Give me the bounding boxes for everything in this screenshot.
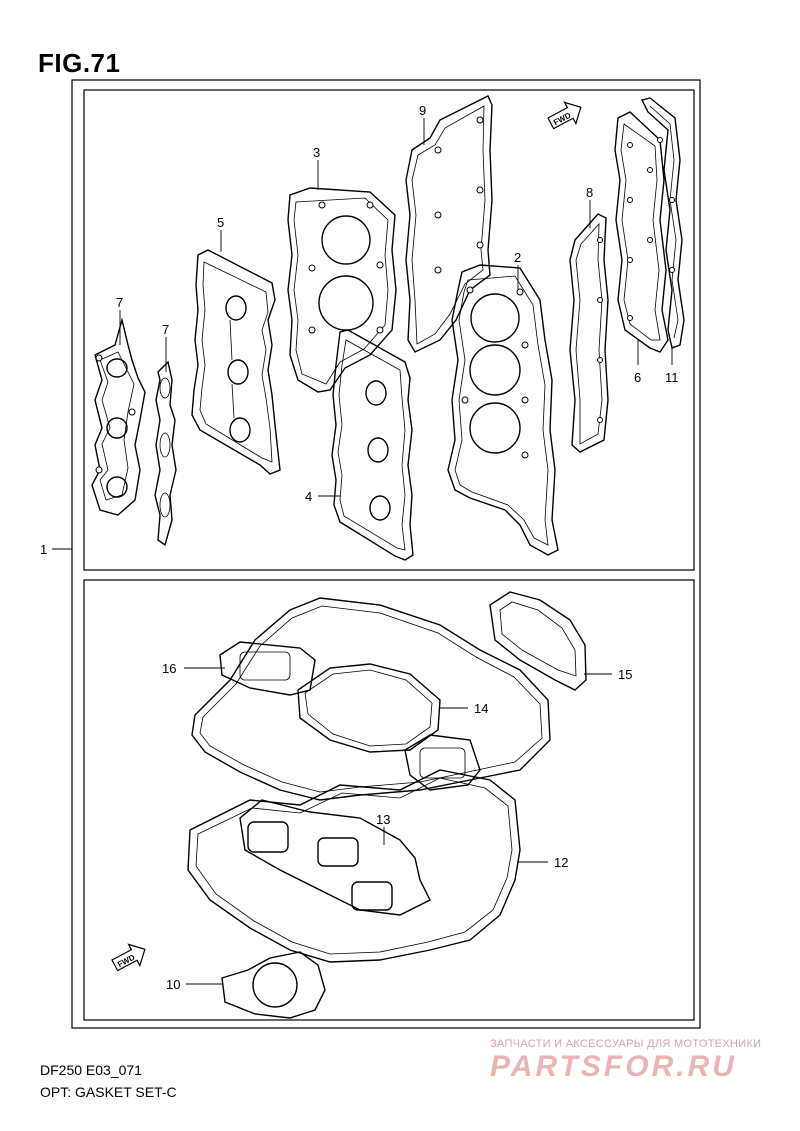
- callout-7b: 7: [162, 322, 169, 337]
- gasket-part-15[interactable]: [489, 591, 587, 691]
- callout-9: 9: [419, 103, 426, 118]
- gasket-part-11[interactable]: [640, 97, 685, 349]
- lower-panel: [83, 579, 695, 1021]
- gasket-part-3[interactable]: [287, 187, 397, 393]
- gasket-part-2[interactable]: [447, 264, 559, 556]
- gasket-part-13[interactable]: [239, 799, 431, 916]
- callout-8: 8: [586, 185, 593, 200]
- gasket-part-10[interactable]: [221, 951, 326, 1019]
- callout-12: 12: [554, 855, 568, 870]
- outer-frame: [71, 79, 701, 1029]
- callout-3: 3: [313, 145, 320, 160]
- gasket-small-port[interactable]: [404, 734, 481, 791]
- gasket-part-6[interactable]: [614, 111, 669, 353]
- gasket-part-16[interactable]: [219, 641, 316, 696]
- callout-14: 14: [474, 701, 488, 716]
- callout-5: 5: [217, 215, 224, 230]
- leader-lines: [52, 118, 673, 985]
- gasket-part-8[interactable]: [569, 213, 609, 453]
- callout-15: 15: [618, 667, 632, 682]
- callout-4: 4: [305, 489, 312, 504]
- fwd-arrow-bottom: FWD: [111, 943, 146, 972]
- model-code: DF250 E03_071: [40, 1062, 142, 1078]
- option-label: OPT: GASKET SET-C: [40, 1084, 177, 1100]
- callout-10: 10: [166, 977, 180, 992]
- callout-1: 1: [40, 542, 47, 557]
- callout-6: 6: [634, 370, 641, 385]
- watermark-tagline: ЗАПЧАСТИ И АКСЕССУАРЫ ДЛЯ МОТОТЕХНИКИ: [490, 1038, 762, 1050]
- gasket-large-housing[interactable]: [191, 597, 551, 801]
- gasket-part-14[interactable]: [297, 663, 441, 753]
- gasket-part-9[interactable]: [405, 95, 493, 353]
- callout-7a: 7: [116, 295, 123, 310]
- fwd-arrow-top: FWD: [547, 101, 582, 130]
- callout-16: 16: [162, 661, 176, 676]
- gasket-part-4[interactable]: [331, 329, 414, 561]
- gasket-part-12[interactable]: [187, 769, 521, 963]
- upper-panel: [83, 89, 695, 571]
- callout-13: 13: [376, 812, 390, 827]
- watermark-logo: PARTSFOR.RU: [490, 1050, 737, 1083]
- gasket-part-7b[interactable]: [154, 360, 177, 547]
- gasket-part-7a[interactable]: [91, 317, 146, 516]
- figure-title: FIG.71: [38, 48, 121, 78]
- gasket-part-5[interactable]: [191, 249, 281, 475]
- callout-11: 11: [665, 370, 679, 385]
- callout-2: 2: [514, 250, 521, 265]
